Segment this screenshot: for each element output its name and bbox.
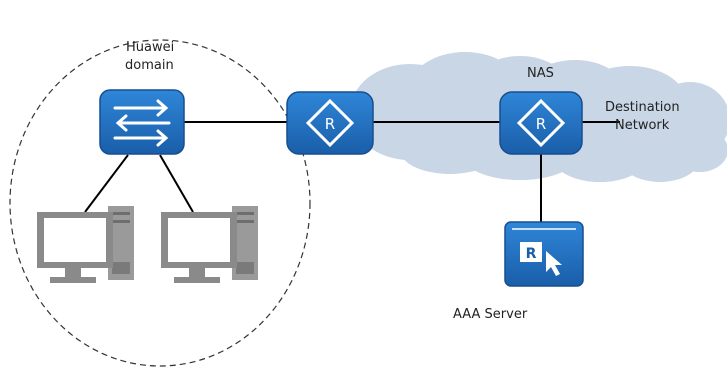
huawei-domain-label-line2: domain [125,58,174,73]
pc-icon [37,206,134,283]
aaa-server-label: AAA Server [453,307,528,322]
link-switch-pc-left [84,154,129,213]
huawei-domain-label-line1: Huawei [126,40,175,55]
links [84,121,620,223]
destination-network-label-line1: Destination [605,100,680,115]
aaa-server-icon: R [504,221,584,287]
router-icon: R [286,91,374,155]
nas-label: NAS [527,66,554,81]
link-switch-pc-right [159,154,194,213]
huawei-domain-boundary [9,39,311,367]
destination-network-label-line2: Network [615,118,670,133]
pc-icon [161,206,258,283]
svg-text:R: R [325,115,335,133]
svg-text:R: R [536,115,546,133]
svg-text:R: R [526,246,537,262]
nas-router-icon: R [499,91,583,155]
switch-icon [99,89,185,155]
